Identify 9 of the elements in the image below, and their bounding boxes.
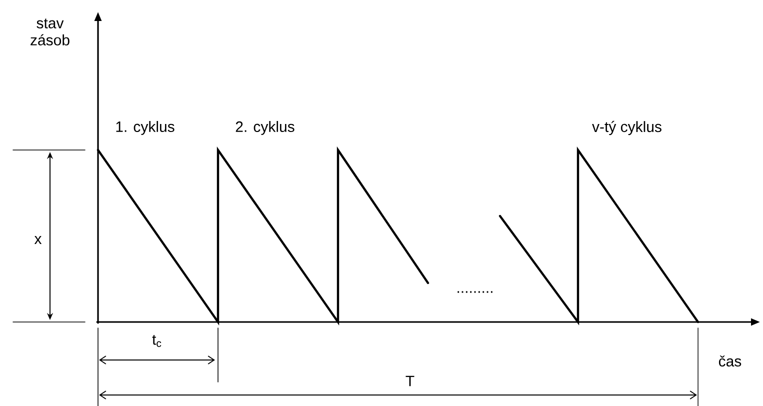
dimension-label: x	[34, 236, 42, 244]
cycle-label: 1. cyklus	[116, 121, 174, 135]
dimension-label: t$_{c}$	[152, 335, 162, 347]
dimension-label: T	[406, 376, 414, 386]
cycle-label: 2. cyklus	[236, 121, 294, 135]
axis-label: stav zásob	[30, 18, 70, 46]
axis-label: čas	[718, 355, 742, 367]
ellipsis: .........	[458, 291, 492, 293]
cycle-label: v-tý cyklus	[592, 120, 662, 136]
